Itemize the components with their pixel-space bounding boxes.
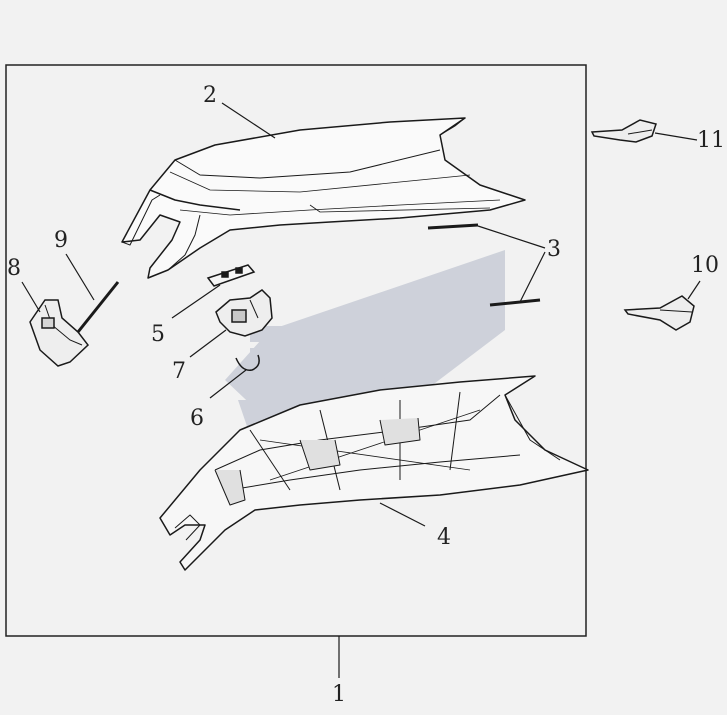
callout-3: 3 bbox=[547, 237, 561, 262]
hood-hinge-right bbox=[623, 295, 695, 331]
callout-9: 9 bbox=[54, 228, 68, 253]
callout-10: 10 bbox=[691, 253, 719, 278]
callout-5: 5 bbox=[151, 322, 165, 347]
callout-8: 8 bbox=[7, 256, 21, 281]
hood-lock-assembly bbox=[215, 289, 273, 337]
hood-inner-frame bbox=[159, 375, 589, 571]
callout-labels: 1 2 3 4 5 6 7 8 9 10 11 bbox=[7, 83, 725, 707]
hood-seal-strips bbox=[427, 223, 541, 307]
rubber-bumper-pad bbox=[29, 299, 90, 367]
leader-lines bbox=[21, 102, 701, 678]
hood-hinge-left bbox=[590, 119, 657, 143]
assembly-frame bbox=[5, 64, 587, 637]
hood-latch-bracket bbox=[206, 264, 256, 287]
callout-2: 2 bbox=[203, 83, 217, 108]
hood-prop-rod bbox=[76, 281, 120, 333]
safety-hook bbox=[235, 354, 260, 371]
callout-6: 6 bbox=[190, 406, 204, 431]
hood-outer-panel bbox=[121, 117, 526, 279]
callout-4: 4 bbox=[437, 525, 451, 550]
callout-7: 7 bbox=[172, 359, 186, 384]
callout-11: 11 bbox=[697, 128, 725, 153]
callout-1: 1 bbox=[332, 682, 346, 707]
